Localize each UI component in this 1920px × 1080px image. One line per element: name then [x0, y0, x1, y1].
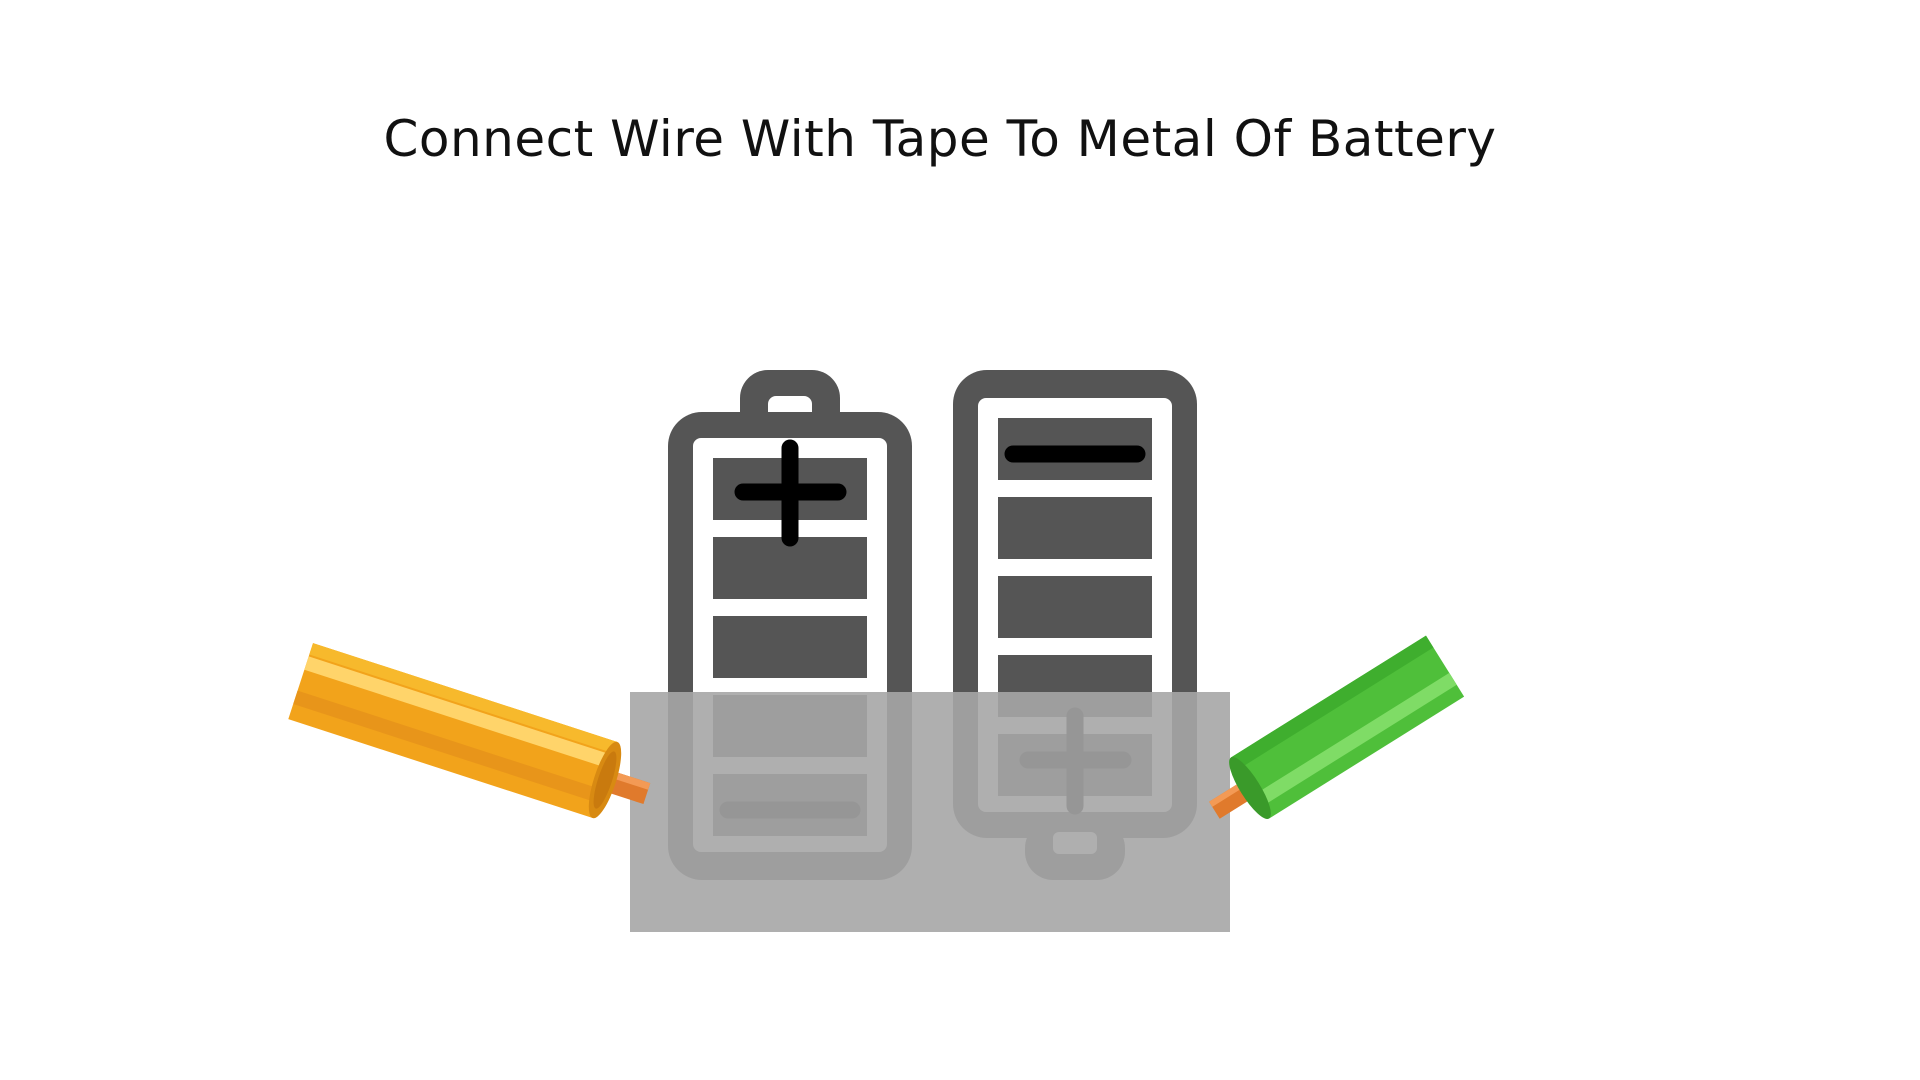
left-wire — [288, 643, 651, 819]
diagram-title: Connect Wire With Tape To Metal Of Batte… — [383, 110, 1497, 168]
left-battery-cell — [713, 537, 867, 599]
right-battery-cell — [998, 497, 1152, 559]
left-battery-positive-sign — [734, 439, 847, 547]
left-battery-cell — [713, 616, 867, 678]
right-wire-end — [1229, 757, 1271, 819]
tape-strip — [630, 692, 1230, 932]
right-wire-insulation — [1230, 635, 1465, 819]
right-battery-cell — [998, 576, 1152, 638]
right-wire — [1209, 635, 1465, 819]
